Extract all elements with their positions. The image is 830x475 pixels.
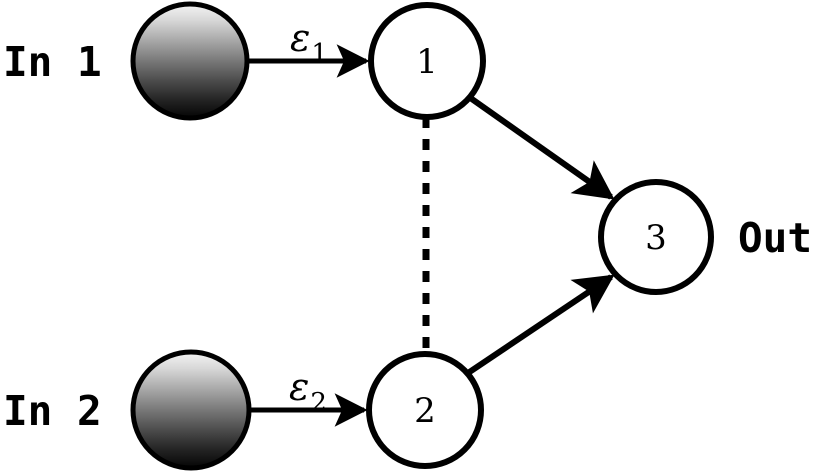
edge-node2-node3-line xyxy=(466,274,615,376)
source-sphere-1-body xyxy=(130,1,250,121)
node-3[interactable]: 3 xyxy=(598,179,714,295)
edge-in2-node2: ε2 xyxy=(249,365,368,427)
edge-node1-node3-line xyxy=(467,94,615,200)
input-label-in-1: In 1 xyxy=(3,38,102,86)
epsilon-symbol-2: ε xyxy=(289,365,309,409)
source-sphere-2-body xyxy=(130,349,252,471)
source-sphere-1 xyxy=(130,1,250,121)
node-2-label: 2 xyxy=(414,391,436,431)
output-label-out: Out xyxy=(738,214,812,262)
epsilon-subscript-2: 2 xyxy=(310,388,327,418)
epsilon-subscript-1: 1 xyxy=(311,39,328,69)
node-3-circle[interactable] xyxy=(598,179,714,295)
node-1-circle[interactable] xyxy=(368,2,486,120)
node-1[interactable]: 1 xyxy=(368,2,486,120)
edge-in2-node2-label: ε2 xyxy=(289,365,327,418)
edge-node2-node3 xyxy=(466,274,615,376)
node-3-label: 3 xyxy=(645,218,667,258)
input-label-in-2: In 2 xyxy=(3,387,102,435)
source-sphere-2 xyxy=(130,349,252,471)
node-2-circle[interactable] xyxy=(366,351,484,469)
edge-node1-node3 xyxy=(467,94,615,200)
edge-in1-node1-label: ε1 xyxy=(290,16,328,69)
epsilon-symbol-1: ε xyxy=(290,16,310,60)
node-1-label: 1 xyxy=(416,42,438,82)
node-2[interactable]: 2 xyxy=(366,351,484,469)
edge-in1-node1: ε1 xyxy=(248,16,370,78)
